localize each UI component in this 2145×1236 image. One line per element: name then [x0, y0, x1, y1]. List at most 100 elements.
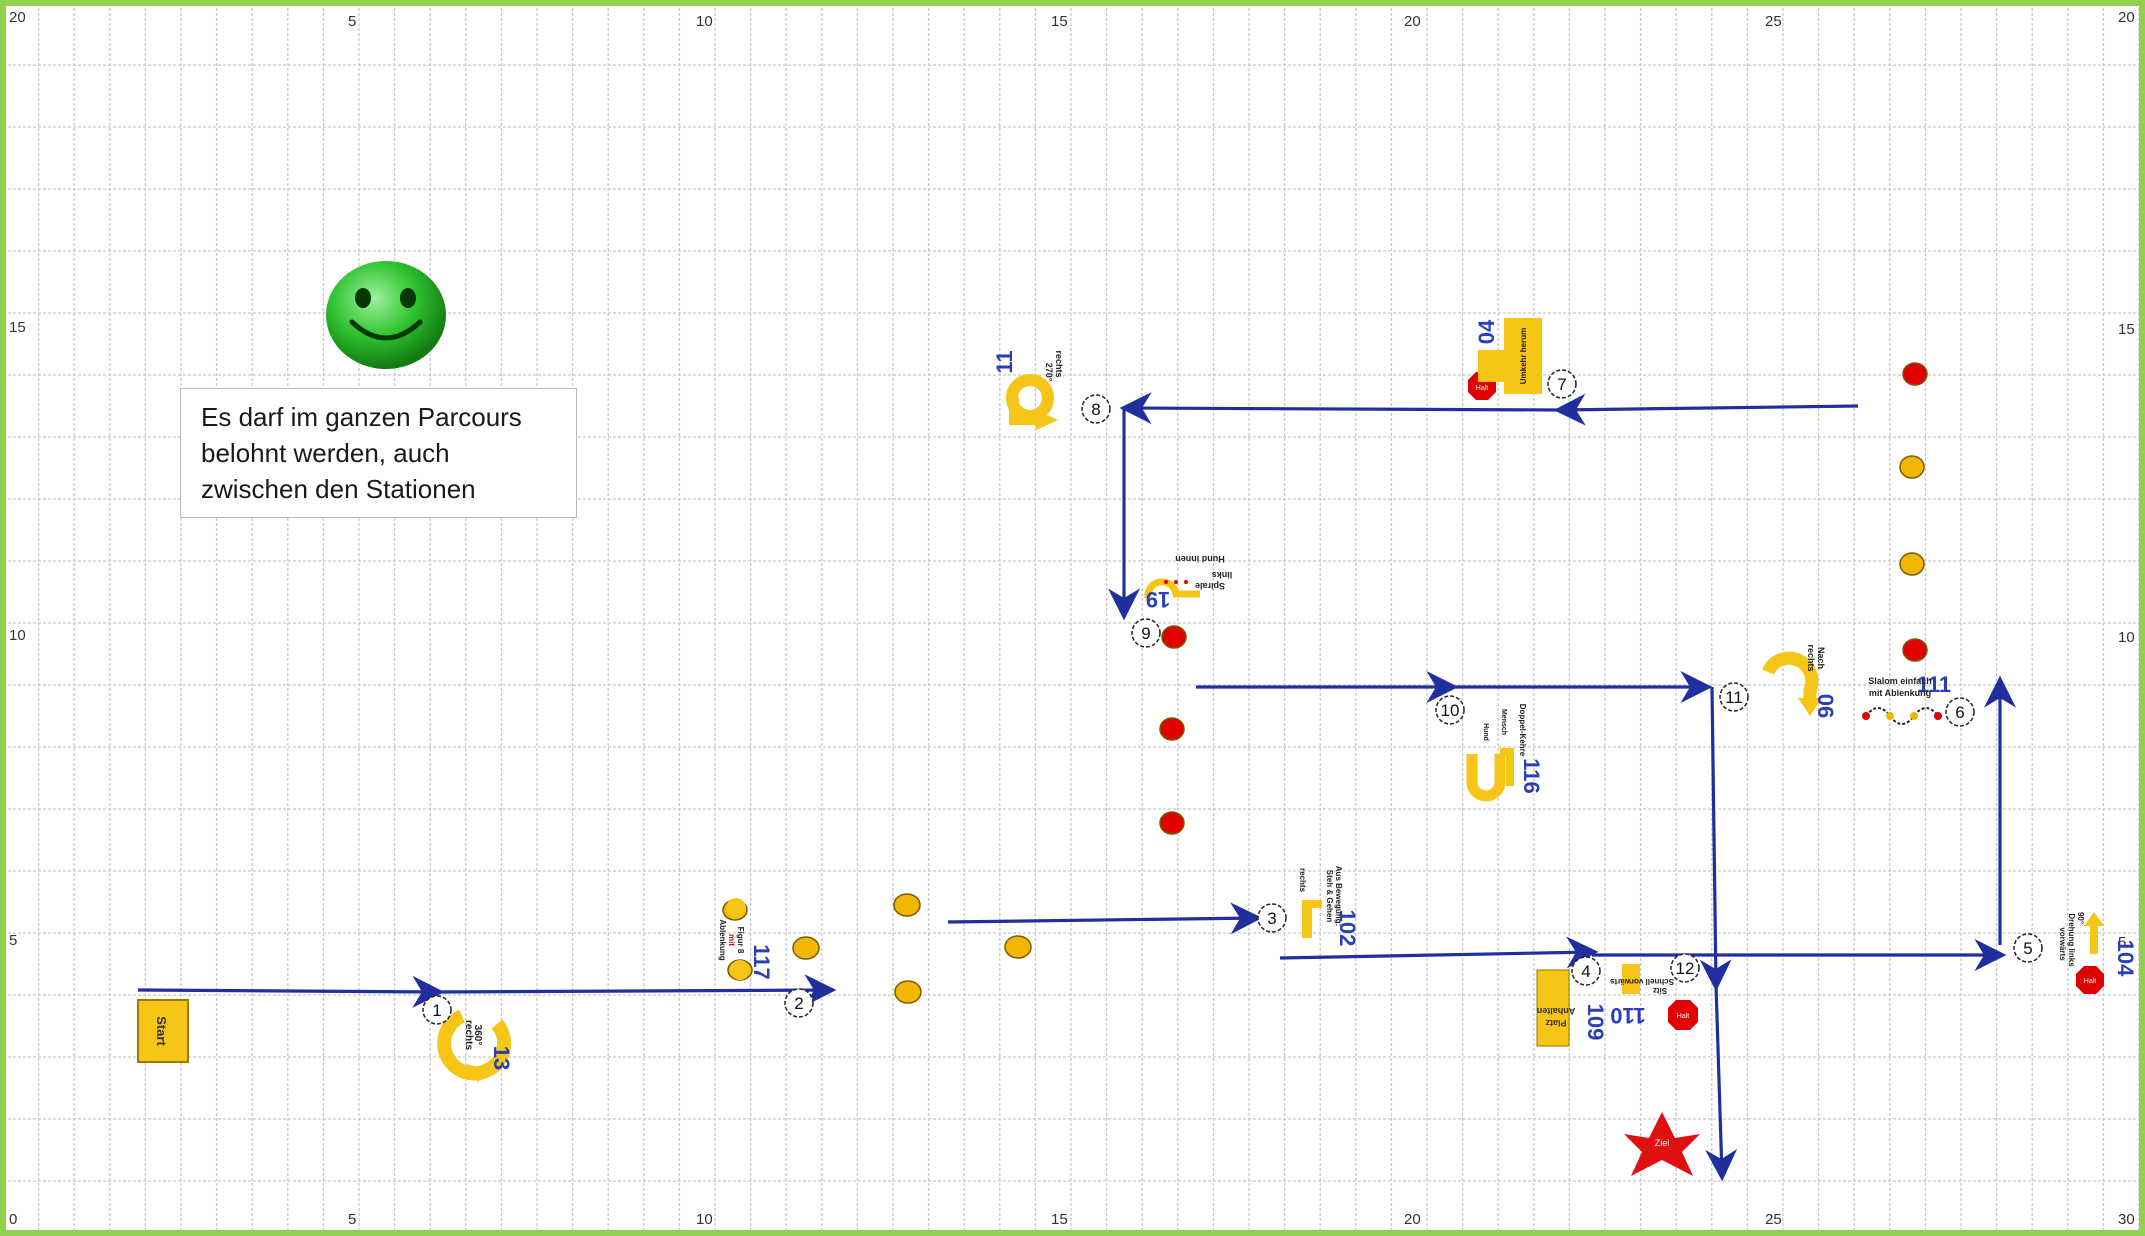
svg-text:11: 11: [992, 350, 1017, 373]
station-number: 2: [794, 994, 803, 1013]
route-arrow: [1279, 936, 1599, 969]
svg-text:104: 104: [2113, 940, 2138, 977]
svg-text:rechts: rechts: [463, 1020, 474, 1050]
station-number: 12: [1676, 959, 1695, 978]
sign-111: 111 Slalom einfach mit Ablenkung: [1862, 672, 1951, 725]
cones: [722, 362, 1928, 1004]
note-line: belohnt werden, auch: [201, 438, 450, 468]
station-1: 1: [422, 995, 452, 1025]
cone-yellow: [893, 893, 921, 917]
x-tick-bottom: 25: [1765, 1211, 1782, 1228]
station-number: 7: [1557, 375, 1566, 394]
svg-text:vorwärts: vorwärts: [2058, 927, 2067, 961]
y-tick-right: 5: [2118, 934, 2126, 951]
note-line: zwischen den Stationen: [201, 474, 476, 504]
station-3: 3: [1257, 903, 1287, 933]
station-6: 6: [1945, 697, 1975, 727]
svg-text:102: 102: [1335, 910, 1360, 947]
sign-117: 117 Figur 8 mit Ablenkung: [718, 898, 774, 980]
x-tick-bottom: 15: [1051, 1211, 1068, 1228]
station-11: 11: [1719, 682, 1749, 712]
station-number: 6: [1955, 703, 1964, 722]
cone-yellow: [1899, 455, 1925, 479]
axis-bottom-right: 30: [2118, 1211, 2135, 1228]
station-12: 12: [1670, 953, 1700, 983]
cone-yellow: [1899, 552, 1925, 576]
station-4: 4: [1571, 956, 1601, 986]
halt-sign-icon: Halt: [2076, 966, 2104, 994]
svg-text:Sitz: Sitz: [1653, 986, 1667, 995]
route-arrow: [1119, 392, 1561, 425]
route-arrow: [1699, 686, 1732, 992]
svg-text:111: 111: [1917, 672, 1951, 697]
route-arrow: [1553, 393, 1859, 426]
station-number: 4: [1581, 962, 1590, 981]
axis-top-right: 20: [2118, 9, 2135, 26]
station-number: 5: [2023, 939, 2032, 958]
station-5: 5: [2013, 933, 2043, 963]
sign-13: 13 360° rechts: [437, 1009, 514, 1082]
x-tick-bottom: 5: [348, 1211, 356, 1228]
finish-label: Ziel: [1655, 1138, 1670, 1148]
svg-text:Hund: Hund: [1482, 723, 1489, 741]
svg-text:116: 116: [1519, 758, 1544, 794]
station-9: 9: [1131, 618, 1161, 648]
cone-red: [1902, 362, 1928, 386]
x-tick-top: 25: [1765, 13, 1782, 30]
svg-text:Halt: Halt: [1476, 385, 1489, 392]
svg-text:360°: 360°: [472, 1025, 483, 1046]
cone-yellow: [894, 980, 922, 1004]
svg-text:Spirale: Spirale: [1195, 581, 1225, 591]
y-tick-right: 15: [2118, 321, 2135, 338]
station-number: 9: [1141, 624, 1150, 643]
svg-text:Halt: Halt: [2084, 978, 2097, 985]
x-tick-bottom: 10: [696, 1211, 713, 1228]
svg-text:06: 06: [1813, 694, 1838, 718]
y-tick-left: 10: [9, 627, 26, 644]
sign-110: 110 Schnell vorwärts Sitz: [1609, 964, 1674, 1028]
sign-04: 04 Umkehr herum: [1474, 318, 1542, 394]
x-tick-top: 15: [1051, 13, 1068, 30]
start-sign: Start: [137, 999, 189, 1063]
x-tick-top: 10: [696, 13, 713, 30]
svg-text:Anhalten: Anhalten: [1537, 1006, 1576, 1016]
note-line: Es darf im ganzen Parcours: [201, 402, 522, 432]
station-8: 8: [1081, 394, 1111, 424]
station-number: 1: [432, 1001, 441, 1020]
y-tick-left: 15: [9, 319, 26, 336]
cone-yellow: [1004, 935, 1032, 959]
svg-text:Hund innen: Hund innen: [1175, 554, 1225, 564]
cone-red: [1159, 717, 1185, 741]
sign-116: 116 Doppel-Kehre Mensch Hund: [1466, 704, 1544, 802]
svg-text:Platz: Platz: [1545, 1018, 1567, 1028]
station-10: 10: [1435, 695, 1465, 725]
axis-top-left: 20: [9, 9, 26, 26]
sign-102: 102 Aus Bewegung: Steh & Gehen rechts: [1298, 866, 1360, 947]
y-tick-right: 10: [2118, 629, 2135, 646]
station-7: 7: [1547, 369, 1577, 399]
svg-text:Ablenkung: Ablenkung: [718, 919, 727, 960]
svg-text:13: 13: [489, 1046, 514, 1070]
sign-06: 06 Nach rechts: [1762, 644, 1838, 718]
svg-text:Figur 8: Figur 8: [736, 927, 745, 954]
svg-text:Schnell vorwärts: Schnell vorwärts: [1609, 977, 1674, 986]
sign-104: 104 90° Drehung links vorwärts: [2058, 912, 2138, 977]
route-arrow: [1705, 984, 1738, 1182]
x-tick-bottom: 20: [1404, 1211, 1421, 1228]
reward-note: Es darf im ganzen Parcours belohnt werde…: [180, 388, 577, 518]
axis-bottom-left: 0: [9, 1211, 17, 1228]
svg-text:Halt: Halt: [1677, 1013, 1690, 1020]
finish-star-icon: Ziel: [1624, 1112, 1700, 1176]
svg-text:90°: 90°: [2076, 912, 2085, 924]
y-tick-left: 5: [9, 932, 17, 949]
svg-text:270°: 270°: [1044, 363, 1054, 382]
start-label: Start: [154, 1016, 169, 1046]
sign-109: Anhalten Platz 109: [1536, 969, 1608, 1047]
smiley-icon: [326, 261, 446, 369]
svg-text:mit: mit: [727, 934, 736, 946]
cone-yellow: [792, 936, 820, 960]
svg-text:Umkehr herum: Umkehr herum: [1519, 328, 1528, 384]
route-arrow: [137, 975, 445, 1008]
svg-text:Drehung links: Drehung links: [2067, 913, 2076, 967]
